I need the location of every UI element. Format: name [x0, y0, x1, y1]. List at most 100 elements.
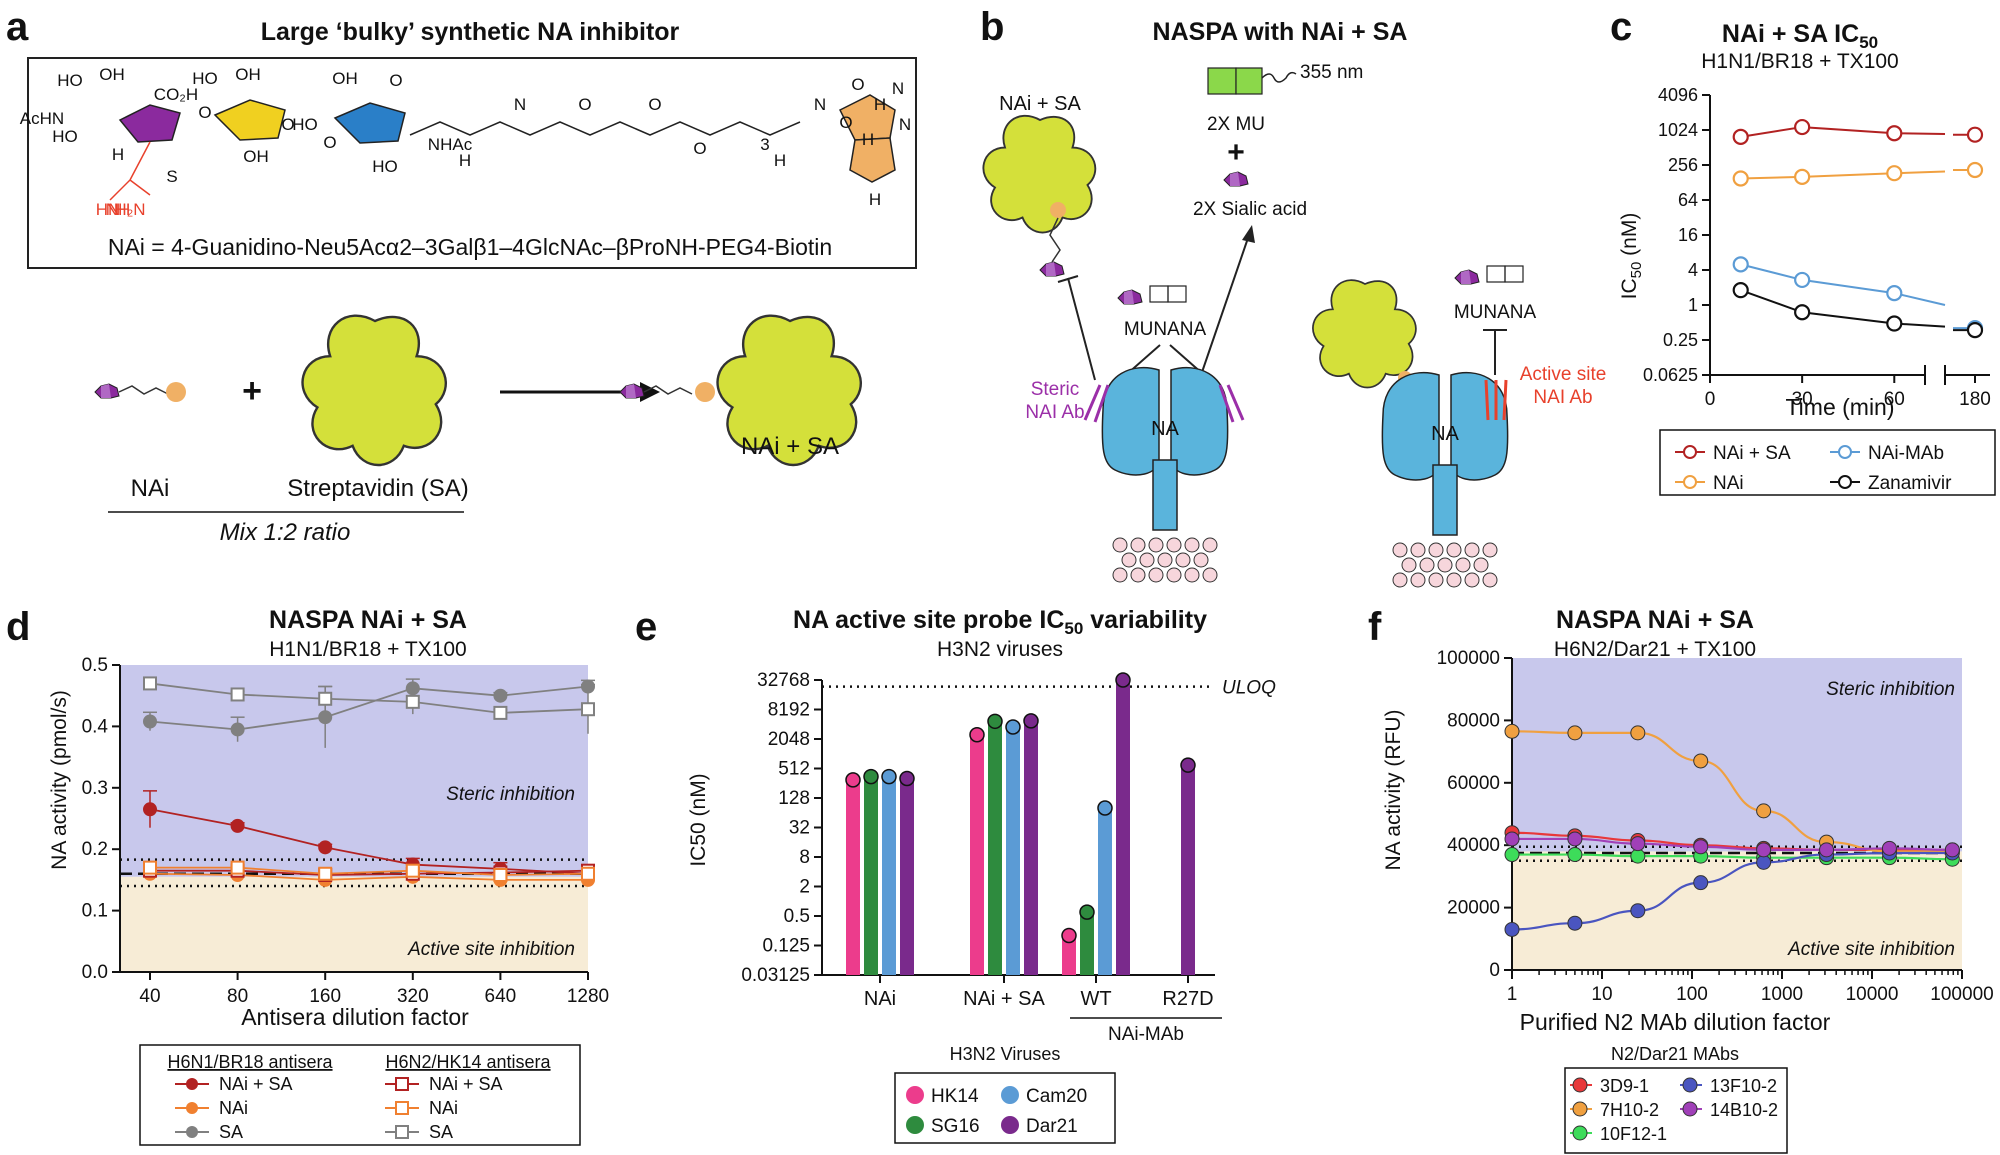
chem-atom-label: O — [198, 103, 211, 122]
c-data-point — [1732, 256, 1749, 273]
mix-ratio: Mix 1:2 ratio — [220, 519, 351, 546]
f-legend-marker — [1572, 1125, 1588, 1141]
c-series-line — [1740, 289, 1946, 328]
d-legend-group-2: H6N2/HK14 antisera — [385, 1052, 551, 1072]
c-legend-label: NAi — [1713, 473, 1744, 494]
chart-c-subtitle: H1N1/BR18 + TX100 — [1701, 50, 1898, 73]
panel-b: b NASPA with NAi + SA NAi + SA 355 nm 2X… — [980, 5, 1606, 588]
e-bar-point — [969, 727, 985, 743]
nai-sa-icon — [982, 114, 1097, 381]
d-legend-label: NAi + SA — [219, 1074, 293, 1094]
panel-b-letter: b — [980, 5, 1004, 49]
label-mu: 2X MU — [1207, 114, 1265, 135]
f-data-point — [1944, 842, 1960, 858]
f-data-point — [1504, 921, 1520, 937]
chart-e-ylabel: IC50 (nM) — [687, 773, 710, 866]
label-steric-1: Steric — [1031, 379, 1080, 400]
chart-d-ylabel: NA activity (pmol/s) — [48, 690, 71, 870]
panel-c: c NAi + SA IC50 H1N1/BR18 + TX100 409610… — [1610, 5, 1996, 496]
f-y-tick-label: 20000 — [1447, 898, 1500, 919]
e-bar-point — [1023, 713, 1039, 729]
c-x-tick-label: 30 — [1792, 389, 1813, 410]
chem-atom-label: NHAc — [428, 135, 473, 154]
chem-atom-label: O — [323, 133, 336, 152]
chem-atom-label: NH — [106, 200, 131, 219]
chem-atom-label: HN — [96, 200, 121, 219]
c-data-point — [1732, 170, 1749, 187]
c-legend-box — [1659, 429, 1996, 496]
f-x-tick-label: 10000 — [1846, 984, 1899, 1005]
panel-e-letter: e — [635, 605, 657, 649]
d-x-tick-label: 40 — [139, 986, 160, 1007]
label-na-right: NA — [1431, 423, 1459, 445]
chart-c-title: NAi + SA IC50 — [1722, 20, 1878, 52]
f-x-tick-label: 1 — [1507, 984, 1518, 1005]
d-data-point — [493, 867, 508, 882]
reaction-arrow-head — [640, 382, 660, 402]
d-x-tick-label: 640 — [485, 986, 517, 1007]
d-data-point — [405, 681, 420, 696]
c-data-point — [1886, 315, 1903, 332]
panel-c-letter: c — [1610, 5, 1632, 49]
streptavidin-icon — [301, 314, 447, 467]
f-legend-marker — [1572, 1101, 1588, 1117]
chart-f-xlabel: Purified N2 MAb dilution factor — [1520, 1009, 1831, 1035]
chem-atom-label: H — [862, 130, 874, 149]
d-data-point — [318, 691, 333, 706]
e-bar — [1116, 680, 1130, 975]
f-x-tick-label: 1000 — [1761, 984, 1803, 1005]
chem-atom-label: CO₂H — [154, 85, 198, 104]
label-steric-2: NAI Ab — [1025, 402, 1084, 423]
chart-e-plot: 327688192204851212832820.50.1250.03125UL… — [741, 670, 1276, 1045]
d-series-line — [150, 869, 589, 876]
e-bar — [1062, 935, 1076, 975]
f-data-point — [1693, 753, 1709, 769]
na-left-icon — [1083, 366, 1245, 583]
label-plus-b: + — [1227, 136, 1245, 169]
c-series-line — [1740, 263, 1946, 306]
nai-sa-bound-icon — [1312, 279, 1417, 389]
d-legend-marker — [186, 1102, 198, 1114]
label-nai-sa: NAi + SA — [999, 93, 1081, 115]
c-data-point — [1794, 304, 1811, 321]
chem-atom-label: AcHN — [20, 109, 64, 128]
chart-d-xlabel: Antisera dilution factor — [241, 1004, 469, 1030]
e-legend-label: HK14 — [931, 1086, 979, 1107]
scheme-plus: + — [242, 372, 262, 410]
e-y-tick-label: 32 — [789, 818, 810, 839]
f-data-point — [1630, 903, 1646, 919]
c-data-point — [1732, 128, 1749, 145]
d-data-point — [581, 866, 595, 881]
c-data-point — [1794, 271, 1811, 289]
c-legend-marker — [1683, 475, 1697, 489]
chem-atom-label: N — [899, 115, 911, 134]
f-region-active-label: Active site inhibition — [1787, 939, 1955, 960]
chem-atom-label: HO — [372, 157, 398, 176]
na-right-icon — [1381, 371, 1509, 588]
munana-left-icon — [1117, 285, 1187, 305]
e-y-tick-label: 512 — [778, 759, 810, 780]
e-bar — [900, 778, 914, 975]
f-data-point — [1567, 725, 1583, 741]
panel-e: e NA active site probe IC50 variability … — [635, 605, 1276, 1144]
e-bar-point — [881, 768, 897, 785]
d-legend-label: SA — [429, 1122, 453, 1142]
chem-atom-label: S — [166, 167, 177, 186]
d-series-line — [149, 808, 589, 875]
chem-atom-label: N — [814, 95, 826, 114]
nai-formula: NAi = 4-Guanidino-Neu5Acα2–3Galβ1–4GlcNA… — [108, 234, 832, 260]
c-data-point — [1886, 125, 1903, 142]
f-x-tick-label: 100000 — [1930, 984, 1993, 1005]
e-x-tick-label: R27D — [1162, 988, 1213, 1010]
chart-f-ylabel: NA activity (RFU) — [1382, 709, 1405, 870]
d-legend-marker — [395, 1077, 409, 1091]
d-data-point — [143, 802, 157, 817]
e-bar-point — [1061, 927, 1077, 944]
f-legend-marker — [1682, 1077, 1698, 1093]
c-y-tick-label: 16 — [1678, 225, 1698, 245]
c-data-point — [1794, 118, 1811, 136]
